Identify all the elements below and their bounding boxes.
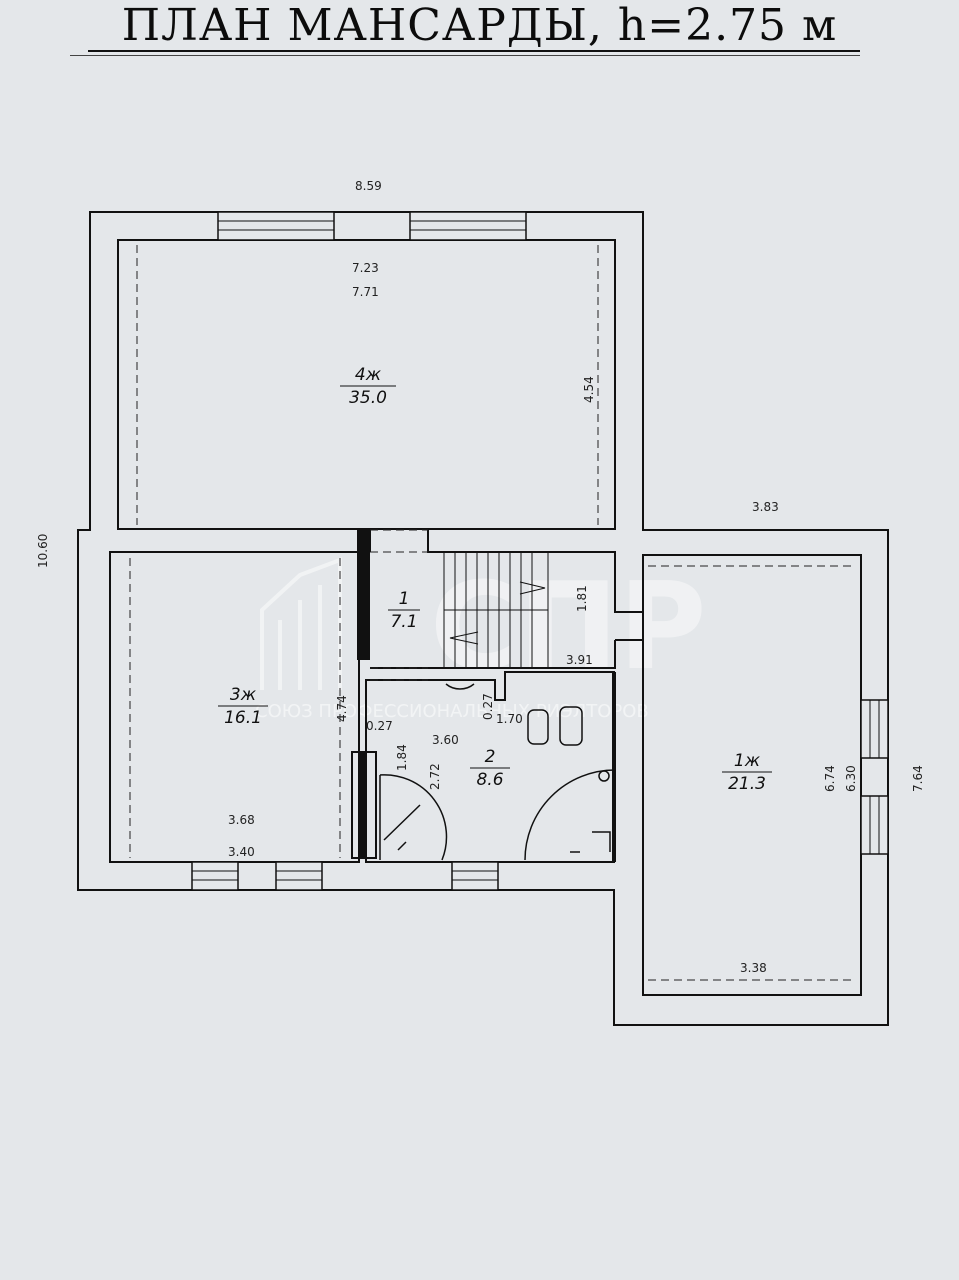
dim-closet-depth: 1.84 <box>395 744 409 771</box>
page-title: ПЛАН МАНСАРДЫ, h=2.75 м <box>121 0 838 51</box>
wall-fills <box>357 530 616 862</box>
room-number: 1ж <box>734 751 761 771</box>
dim-right-total: 7.64 <box>911 765 925 792</box>
dim-room1-inner-depth: 6.30 <box>844 765 858 792</box>
staircase <box>443 552 549 668</box>
window-right-2 <box>860 795 889 855</box>
sink-icon <box>445 683 475 690</box>
windows <box>191 211 889 891</box>
dim-bath-wall-b: 0.27 <box>481 693 495 720</box>
toilet-left-icon <box>527 709 549 745</box>
watermark-logo: СПР <box>430 558 706 697</box>
dim-room4-outer: 7.71 <box>352 285 379 299</box>
dim-stair-depth: 1.81 <box>575 585 589 612</box>
title-underline-thin <box>70 55 860 56</box>
dim-left-total: 10.60 <box>36 534 50 568</box>
fixtures <box>379 683 616 861</box>
room-number: 2 <box>485 747 496 767</box>
dim-bath-depth: 2.72 <box>428 763 442 790</box>
window-glass-lines <box>192 220 880 881</box>
shower-drain-icon <box>598 770 610 782</box>
dim-room3-depth: 4.74 <box>335 695 349 722</box>
room-label-1zh: 1ж 21.3 <box>722 751 772 794</box>
dim-bath-inner-width: 1.70 <box>496 712 523 726</box>
dim-bath-width: 3.60 <box>432 733 459 747</box>
room-number: 3ж <box>230 685 257 705</box>
watermark: СПР СОЮЗ ПРОФЕССИОНАЛЬНЫХ РИЭЛТОРОВ <box>255 557 706 722</box>
window-top-2 <box>409 211 527 241</box>
shower-door-arc <box>524 769 616 861</box>
window-bottom-1 <box>191 861 239 891</box>
toilet-right-icon <box>559 706 583 746</box>
window-bottom-2 <box>275 861 323 891</box>
slope-lines <box>129 245 855 981</box>
room-number: 4ж <box>355 365 382 385</box>
bath-wall <box>365 671 615 863</box>
dim-room1-bottom: 3.38 <box>740 961 767 975</box>
dim-room4-inner: 7.23 <box>352 261 379 275</box>
dimensions: 8.59 7.23 7.71 4.54 10.60 3.83 4.74 3.68… <box>36 179 925 975</box>
dim-stair-width: 3.91 <box>566 653 593 667</box>
watermark-building-icon <box>260 557 342 690</box>
window-right-1 <box>860 699 889 759</box>
dim-room3-bottom-outer: 3.68 <box>228 813 255 827</box>
room-labels: 4ж 35.0 3ж 16.1 1 7.1 2 8.6 1ж 21.3 <box>218 365 772 794</box>
shower-tray-icon <box>570 831 611 853</box>
dim-room4-depth: 4.54 <box>582 376 596 403</box>
dim-top-total: 8.59 <box>355 179 382 193</box>
room-label-4: 4ж 35.0 <box>340 365 396 408</box>
room-label-3: 3ж 16.1 <box>218 685 268 728</box>
room-4-wall <box>117 239 616 530</box>
window-bottom-3 <box>451 861 499 891</box>
dim-right-wing-top: 3.83 <box>752 500 779 514</box>
closet-door-arc <box>379 774 448 861</box>
title-underline <box>88 50 860 52</box>
window-top-1 <box>217 211 335 241</box>
room-area: 35.0 <box>349 388 387 408</box>
dim-bath-wall-a: 0.27 <box>366 719 393 733</box>
room-1zh-wall <box>642 554 862 996</box>
dim-room1-outer-depth: 6.74 <box>823 765 837 792</box>
room-label-1: 1 7.1 <box>388 589 420 632</box>
closet-arrow-icon <box>383 804 421 851</box>
dim-room3-bottom-inner: 3.40 <box>228 845 255 859</box>
stair-arrow-down-icon <box>519 581 546 595</box>
room-area: 21.3 <box>728 774 766 794</box>
outer-wall-outline <box>77 211 889 1026</box>
room-area: 8.6 <box>476 770 503 790</box>
watermark-text: СОЮЗ ПРОФЕССИОНАЛЬНЫХ РИЭЛТОРОВ <box>255 701 649 722</box>
stair-arrow-up-icon <box>449 631 479 645</box>
room-label-2: 2 8.6 <box>470 747 510 790</box>
stair-bottom-wall <box>370 639 643 669</box>
room-area: 7.1 <box>390 612 417 632</box>
room-area: 16.1 <box>224 708 262 728</box>
room-number: 1 <box>399 589 410 609</box>
